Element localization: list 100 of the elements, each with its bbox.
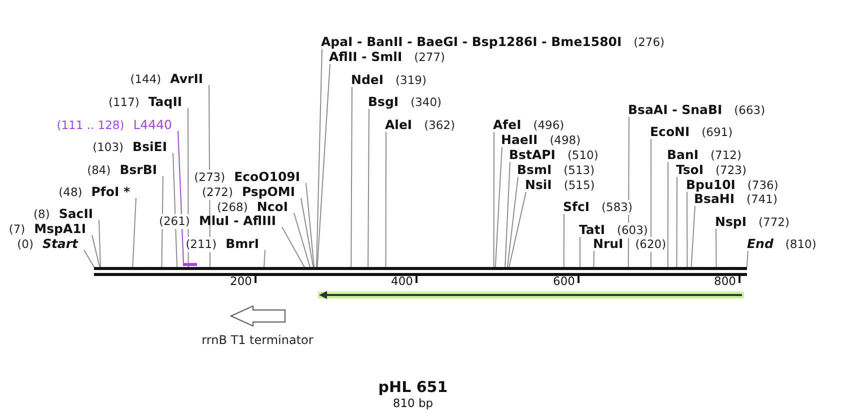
- enzyme-name: ApaI - BanII - BaeGI - Bsp1286I - Bme1580I: [321, 34, 622, 49]
- position-number: (340): [410, 95, 442, 110]
- position-number: (8): [34, 207, 50, 222]
- leader-line: [563, 214, 564, 268]
- position-number: (362): [424, 118, 456, 133]
- position-number: (117): [108, 95, 140, 110]
- scale-label: 800: [713, 274, 736, 288]
- position-number: (583): [602, 200, 632, 215]
- leader-line: [504, 162, 510, 268]
- sequence-end-label: End: [747, 236, 774, 251]
- position-number: (510): [567, 148, 598, 163]
- enzyme-name: TaqII: [148, 94, 182, 109]
- leader-line: [350, 86, 352, 268]
- position-number: (712): [710, 148, 742, 163]
- leader-line: [650, 138, 652, 268]
- position-number: (498): [550, 133, 581, 148]
- position-number: (84): [87, 163, 111, 178]
- diagram-caption: 810 bp: [392, 396, 434, 410]
- leader-line: [316, 64, 330, 268]
- enzyme-name: HaeII: [501, 132, 538, 147]
- position-number: (103): [92, 140, 124, 155]
- leader-line: [385, 132, 386, 268]
- leader-line: [84, 250, 94, 268]
- position-number: (741): [746, 192, 778, 207]
- enzyme-name: BsgI: [368, 94, 399, 109]
- leader-line: [294, 212, 310, 268]
- leader-line: [368, 108, 370, 268]
- leader-line: [746, 250, 748, 268]
- enzyme-name: BsaHI: [694, 191, 735, 206]
- position-number: (268): [216, 200, 248, 215]
- position-number: (277): [414, 50, 446, 65]
- position-number: (513): [564, 163, 595, 178]
- enzyme-name: BsaAI - SnaBI: [628, 102, 722, 117]
- position-number: (496): [533, 118, 564, 133]
- leader-line: [92, 234, 100, 268]
- leader-line: [172, 152, 178, 268]
- enzyme-name: AflII - SmlI: [329, 49, 402, 64]
- enzyme-name: NcoI: [256, 199, 288, 214]
- enzyme-name: PspOMI: [242, 184, 295, 199]
- dna-sequence-bar: [94, 267, 747, 276]
- leader-line: [676, 176, 678, 268]
- leader-line: [493, 132, 494, 268]
- position-number: (620): [635, 237, 666, 252]
- leader-line: [494, 146, 502, 268]
- leader-line: [716, 228, 717, 268]
- leader-line: [306, 182, 315, 268]
- enzyme-name: BmrI: [226, 236, 259, 251]
- position-number: (261): [159, 214, 190, 229]
- position-number: (48): [58, 185, 82, 200]
- leader-line: [98, 220, 101, 268]
- enzyme-name: BanI: [667, 147, 699, 162]
- position-number: (272): [202, 185, 233, 200]
- feature-label: rrnB T1 terminator: [202, 333, 314, 347]
- enzyme-name: SfcI: [563, 199, 590, 214]
- position-number: (144): [130, 72, 162, 87]
- leader-line: [580, 236, 581, 268]
- enzyme-name: AvrII: [170, 71, 203, 86]
- enzyme-name: TsoI: [676, 162, 704, 177]
- enzyme-name: NsiI: [525, 177, 552, 192]
- scale-label: 400: [390, 274, 413, 288]
- enzyme-name: Bpu10I: [686, 177, 736, 192]
- enzyme-name: SacII: [58, 206, 93, 221]
- scale-label: 200: [229, 274, 252, 288]
- leader-line: [686, 192, 688, 268]
- leader-line: [593, 250, 594, 268]
- enzyme-name: BstAPI: [509, 147, 556, 162]
- enzyme-name: BsrBI: [120, 162, 157, 177]
- leader-line: [506, 176, 518, 268]
- enzyme-name: TatI: [579, 222, 605, 237]
- leader-line: [132, 198, 136, 268]
- enzyme-name: AleI: [385, 117, 412, 132]
- position-number: (723): [716, 163, 746, 178]
- position-number: (211): [186, 237, 217, 252]
- position-number: (276): [634, 35, 665, 50]
- enzyme-name: MluI - AflIII: [198, 213, 276, 228]
- enzyme-name: MspA1I: [34, 221, 86, 236]
- feature-label: L4440: [133, 117, 172, 132]
- position-number: (273): [194, 170, 226, 185]
- leader-line: [508, 192, 526, 268]
- leader-line: [316, 48, 322, 268]
- leader-line: [264, 250, 266, 268]
- enzyme-name: BsmI: [517, 162, 552, 177]
- position-number: (7): [8, 222, 26, 237]
- scale-label: 600: [552, 274, 575, 288]
- position-number: (736): [747, 178, 778, 193]
- enzyme-name: NruI: [593, 236, 624, 251]
- enzyme-name: NspI: [715, 214, 747, 229]
- leader-line: [667, 162, 668, 268]
- leader-line: [178, 130, 184, 264]
- position-number: (663): [734, 103, 766, 118]
- position-number: (319): [396, 73, 426, 88]
- position-number: (603): [616, 223, 648, 238]
- position-number: (772): [758, 215, 790, 230]
- enzyme-name: PfoI *: [91, 184, 130, 199]
- feature-bar: [183, 263, 198, 266]
- position-number: (691): [702, 125, 733, 140]
- enzyme-name: BsiEI: [132, 139, 167, 154]
- position-number: (810): [785, 237, 816, 252]
- sequence-end-label: Start: [42, 236, 78, 251]
- position-number: (0): [17, 237, 34, 252]
